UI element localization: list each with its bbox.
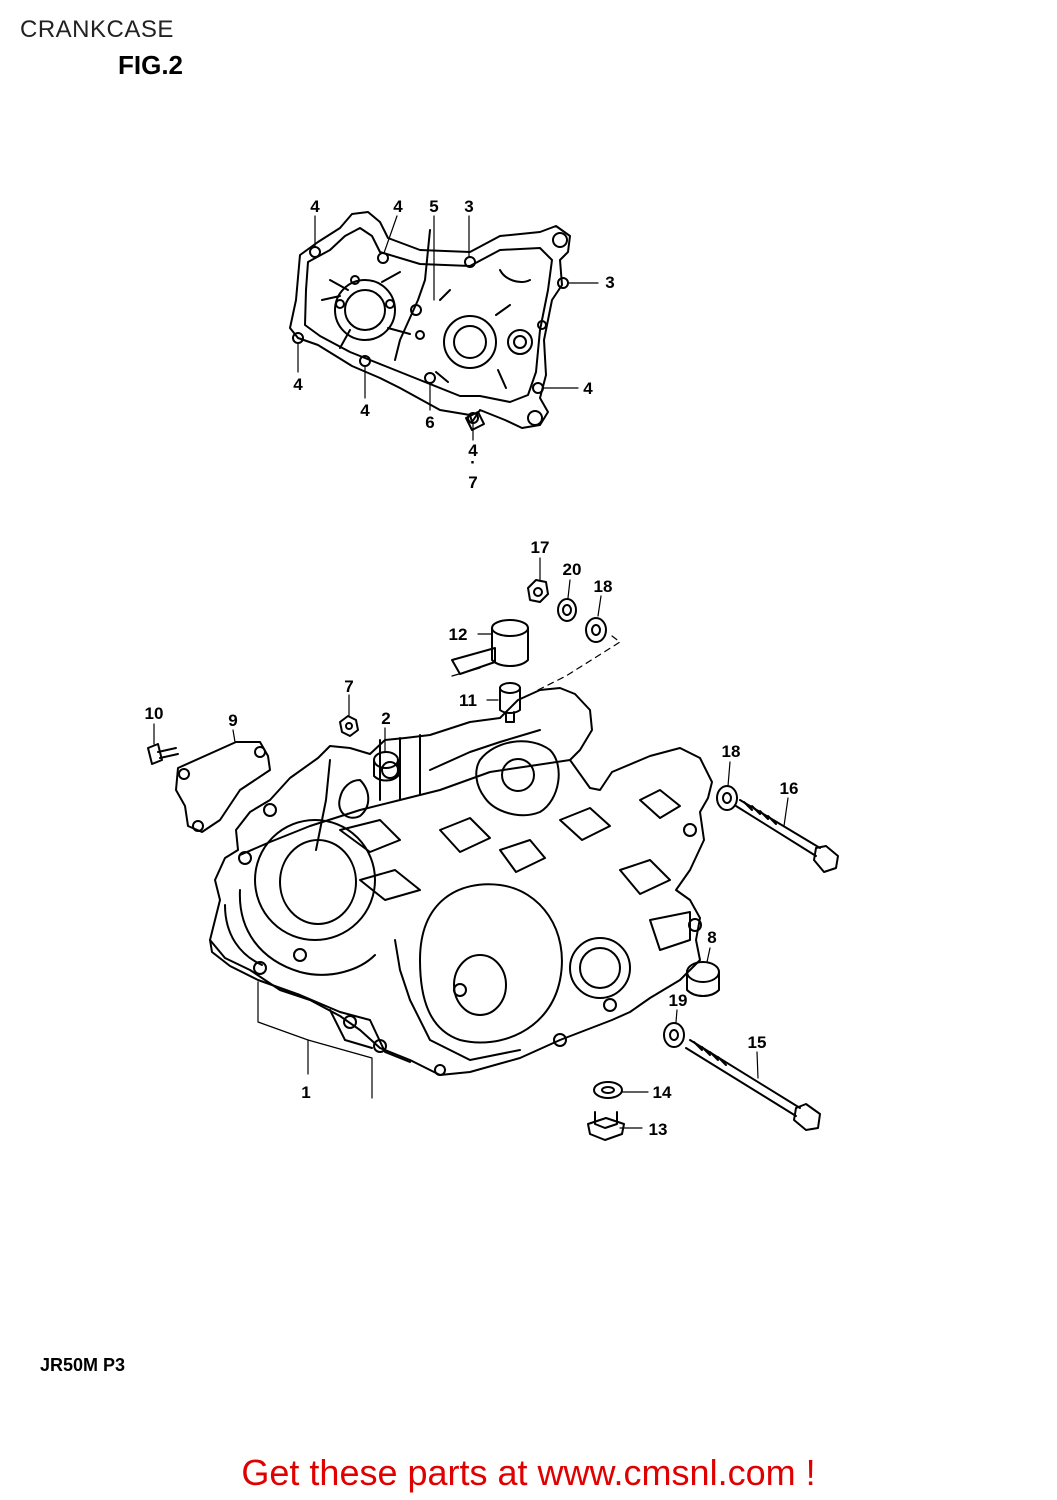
callout-19: 19	[669, 991, 688, 1010]
callout-3: 3	[464, 197, 473, 216]
callout-15: 15	[748, 1033, 767, 1052]
callout-8: 8	[707, 928, 716, 947]
callout-7: 7	[344, 677, 353, 696]
gasket-drawing	[289, 211, 571, 431]
callout-5: 5	[429, 197, 438, 216]
callout-18: 18	[594, 577, 613, 596]
callout-14: 14	[653, 1083, 672, 1102]
callout-6: 6	[425, 413, 434, 432]
hardware-parts	[147, 579, 839, 1141]
crankcase-drawing	[209, 687, 713, 1076]
callout-4: 4	[293, 375, 303, 394]
callout-16: 16	[780, 779, 799, 798]
callout-17: 17	[531, 538, 550, 557]
callout-4: 4	[360, 401, 370, 420]
svg-text:·: ·	[470, 453, 476, 472]
callout-13: 13	[649, 1120, 668, 1139]
callout-3: 3	[605, 273, 614, 292]
figure-number: FIG.2	[118, 50, 184, 80]
callout-4: 4	[393, 197, 403, 216]
model-code: JR50M P3	[40, 1355, 126, 1375]
parts-link[interactable]: Get these parts at www.cmsnl.com !	[241, 1452, 816, 1493]
callout-10: 10	[145, 704, 164, 723]
callout-4: 4	[468, 441, 478, 460]
callout-labels: 4 4 5 3 3 4 4 6 4 4 · 7 17 20 18 12 7 11…	[145, 197, 799, 1139]
callout-1: 1	[301, 1083, 310, 1102]
gasket-leaders	[297, 215, 599, 441]
callout-7: 7	[468, 473, 477, 492]
callout-4: 4	[310, 197, 320, 216]
callout-11: 11	[459, 691, 477, 710]
page-title: CRANKCASE	[20, 16, 174, 43]
crankcase-leaders	[153, 557, 789, 1129]
callout-4: 4	[583, 379, 593, 398]
callout-12: 12	[449, 625, 468, 644]
callout-20: 20	[563, 560, 582, 579]
callout-18: 18	[722, 742, 741, 761]
callout-9: 9	[228, 711, 237, 730]
callout-2: 2	[381, 709, 390, 728]
